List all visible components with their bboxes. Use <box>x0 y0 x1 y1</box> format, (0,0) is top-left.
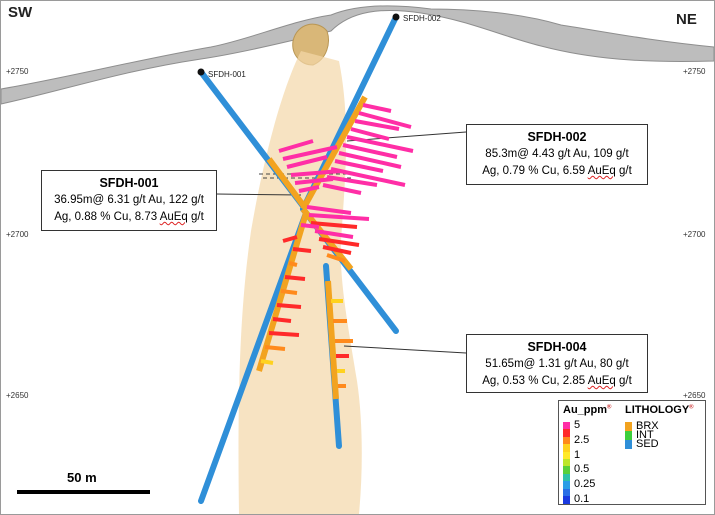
au-grade-bars-mid <box>306 205 370 263</box>
legend-au-class <box>563 458 574 469</box>
callout-line: 85.3m@ 4.43 g/t Au, 109 g/t <box>485 148 629 160</box>
legend-au-class: 0.1 <box>563 493 590 506</box>
callout-sfdh-002: SFDH-002 85.3m@ 4.43 g/t Au, 109 g/t Ag,… <box>466 124 648 185</box>
legend-au-class: 0.5 <box>563 463 590 476</box>
hole-label-sfdh-001: SFDH-001 <box>208 70 246 79</box>
au-grade-bars-sfdh-004 <box>331 299 353 388</box>
callout-line: Ag, 0.79 % Cu, 6.59 AuEq g/t <box>482 165 632 177</box>
au-grade-bars-sfdh-002 <box>322 103 414 195</box>
legend-label: 1 <box>574 448 581 461</box>
scale-bar <box>17 490 150 494</box>
legend-au-class: 5 <box>563 419 581 432</box>
legend-au-title: Au_ppm® <box>563 404 612 416</box>
legend-label: 0.5 <box>574 463 590 476</box>
legend-swatch <box>563 429 570 438</box>
legend-au-class <box>563 443 574 454</box>
brx-interval <box>266 157 306 207</box>
legend-au-class: 1 <box>563 448 581 462</box>
legend-label: BRX <box>636 420 659 432</box>
legend-au-class <box>563 428 574 439</box>
elevation-label: +2750 <box>6 67 29 76</box>
legend-label: 2.5 <box>574 433 590 446</box>
callout-sfdh-001: SFDH-001 36.95m@ 6.31 g/t Au, 122 g/t Ag… <box>41 170 217 231</box>
legend-au-class <box>563 488 574 499</box>
drill-hole-deep <box>198 210 309 504</box>
elevation-label: +2700 <box>683 230 706 239</box>
legend-lithology-class: BRX <box>625 421 659 432</box>
legend-swatch <box>563 496 570 504</box>
hole-label-sfdh-002: SFDH-002 <box>403 14 441 23</box>
legend-label: SED <box>636 438 659 450</box>
legend-au-class <box>563 473 574 484</box>
callout-line: Ag, 0.53 % Cu, 2.85 AuEq g/t <box>482 375 632 387</box>
callout-sfdh-004: SFDH-004 51.65m@ 1.31 g/t Au, 80 g/t Ag,… <box>466 334 648 393</box>
callout-title: SFDH-001 <box>99 176 159 190</box>
legend-au-class: 2.5 <box>563 433 590 447</box>
legend-swatch <box>563 473 570 482</box>
brx-interval <box>300 95 368 211</box>
scale-bar-label: 50 m <box>67 470 97 485</box>
legend-swatch <box>625 431 632 440</box>
collar-sfdh-002 <box>392 13 400 21</box>
breccia-body <box>238 51 362 514</box>
sfdh-001-leader <box>215 193 302 196</box>
direction-sw: SW <box>8 4 33 21</box>
topography-surface <box>1 5 714 105</box>
collar-sfdh-001 <box>197 68 205 76</box>
legend-swatch <box>563 466 570 475</box>
elevation-label: +2650 <box>683 391 706 400</box>
legend-swatch <box>563 422 570 430</box>
legend-swatch <box>563 459 570 467</box>
elevation-label: +2700 <box>6 230 29 239</box>
legend-swatch <box>563 488 570 497</box>
legend-label: INT <box>636 429 654 441</box>
brx-interval <box>325 280 339 400</box>
legend-lithology-class: SED <box>625 439 659 450</box>
sfdh-004-leader <box>343 345 467 354</box>
legend-label: 0.1 <box>574 493 590 505</box>
elevation-label: +2750 <box>683 67 706 76</box>
au-grade-bars-sfdh-001 <box>278 139 342 193</box>
legend-lithology-class: INT <box>625 430 654 441</box>
legend-swatch <box>563 451 570 460</box>
legend-label: 5 <box>574 419 581 431</box>
legend-swatch <box>563 436 570 445</box>
au-grade-bars-deep <box>260 223 320 365</box>
legend-au-class: 0.25 <box>563 478 596 491</box>
callout-title: SFDH-004 <box>527 340 587 354</box>
legend-label: 0.25 <box>574 478 596 491</box>
legend-swatch <box>625 440 632 449</box>
direction-ne: NE <box>676 11 697 28</box>
legend-swatch <box>625 422 632 431</box>
elevation-label: +2650 <box>6 391 29 400</box>
legend-swatch <box>563 444 570 453</box>
callout-title: SFDH-002 <box>527 130 587 144</box>
callout-line: 51.65m@ 1.31 g/t Au, 80 g/t <box>485 358 629 370</box>
callout-line: Ag, 0.88 % Cu, 8.73 AuEq g/t <box>54 211 204 223</box>
legend-swatch <box>563 481 570 490</box>
callout-line: 36.95m@ 6.31 g/t Au, 122 g/t <box>54 194 204 206</box>
legend-lithology-title: LITHOLOGY® <box>625 404 694 416</box>
